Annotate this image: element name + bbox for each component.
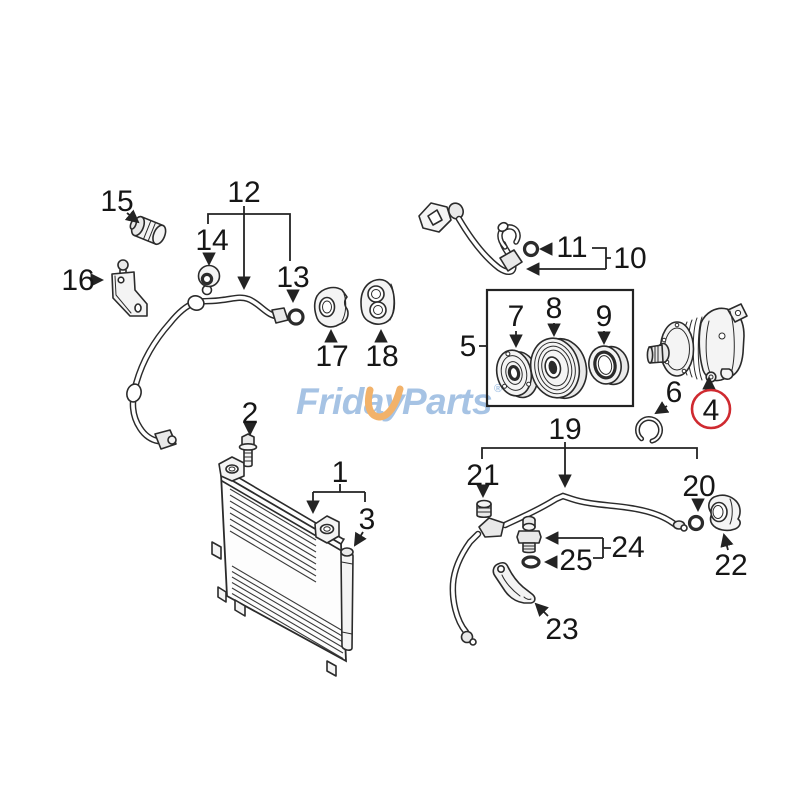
grommet-22-drawing (708, 494, 741, 532)
callout-20: 20 (682, 470, 715, 503)
condenser-drawing (211, 433, 354, 677)
callout-10: 10 (613, 242, 646, 275)
callout-18: 18 (365, 340, 398, 373)
clutch-kit-box (485, 288, 635, 408)
callout-13: 13 (276, 261, 309, 294)
discharge-hose-drawing (418, 202, 540, 275)
callout-19: 19 (548, 413, 581, 446)
callout-21: 21 (466, 459, 499, 492)
callout-16: 16 (61, 264, 94, 297)
callout-15: 15 (100, 185, 133, 218)
oring-11-drawing (522, 240, 540, 258)
snap-ring-drawing (635, 416, 663, 444)
hose-assembly-drawing (111, 215, 396, 450)
watermark-logo: Friday Parts ® (296, 381, 502, 422)
receiver-drier-drawing (340, 547, 354, 651)
callout-22: 22 (714, 549, 747, 582)
coil-drawing (588, 345, 630, 386)
clutch-kit-drawing (485, 288, 635, 408)
callout-23: 23 (545, 613, 578, 646)
callout-17: 17 (315, 340, 348, 373)
watermark-parts: Parts (402, 381, 492, 422)
bracket-16-drawing (111, 259, 148, 317)
bracket-23-drawing (492, 561, 536, 604)
highlighted-callout-4: 4 (690, 388, 732, 430)
callout-3: 3 (359, 503, 376, 536)
callout-8: 8 (546, 292, 563, 325)
watermark-registered-icon: ® (494, 383, 502, 395)
highlight-circle (690, 388, 732, 430)
callout-12: 12 (227, 176, 260, 209)
oring-25-drawing (521, 555, 541, 569)
grommet-14-drawing (197, 264, 221, 288)
pulley-drawing (529, 337, 588, 400)
liquid-line-drawing (449, 492, 741, 646)
hose-crimp-fitting (499, 249, 523, 272)
grommet-21-drawing (476, 499, 492, 519)
grommet-18-drawing (360, 278, 396, 325)
condenser-fins-top (229, 488, 317, 583)
oring-20-drawing (687, 514, 705, 532)
valve-24-drawing (516, 515, 542, 554)
callout-5: 5 (460, 330, 477, 363)
watermark-swoosh-icon (364, 385, 404, 421)
callout-2: 2 (242, 397, 259, 430)
callout-labels: 15 16 12 14 13 17 18 2 1 3 11 10 5 7 8 9… (61, 176, 747, 646)
callout-6: 6 (666, 376, 683, 409)
callout-9: 9 (596, 300, 613, 333)
leader-lines (90, 206, 734, 617)
condenser-fins-bottom (231, 565, 344, 661)
oring-13-drawing (287, 308, 305, 326)
callout-11: 11 (556, 231, 587, 264)
callout-7: 7 (508, 300, 525, 333)
pipe-block-fitting (478, 517, 505, 538)
callout-1: 1 (332, 456, 349, 489)
compressor-drawing (646, 303, 748, 383)
callout-25: 25 (559, 544, 592, 577)
callout-24: 24 (611, 531, 644, 564)
clamp-15-drawing (129, 215, 167, 246)
callout-4: 4 (703, 394, 720, 427)
callout-14: 14 (195, 224, 228, 257)
bolt-2-drawing (238, 433, 258, 468)
clutch-hub-drawing (495, 349, 539, 399)
clamp-17-drawing (313, 286, 349, 328)
